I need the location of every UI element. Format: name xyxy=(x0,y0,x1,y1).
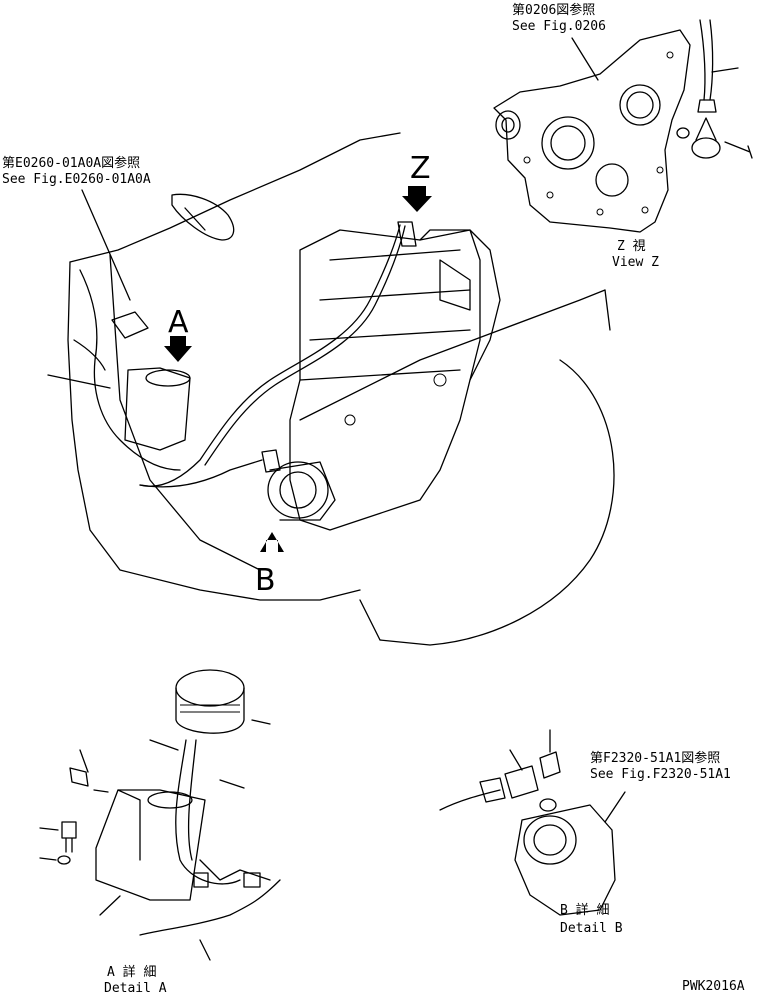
ref-fig0206-en: See Fig.0206 xyxy=(512,19,606,34)
ref-e0260-jp: 第E0260-01A0A図参照 xyxy=(2,155,140,171)
detail-a: A 詳 細 Detail A xyxy=(39,669,281,995)
detail-b: 第F2320-51A1図参照 See Fig.F2320-51A1 B 詳 細 … xyxy=(439,729,731,936)
view-z-label-jp: Z 視 xyxy=(617,239,646,254)
detail-b-label-en: Detail B xyxy=(560,921,623,936)
detail-a-label-jp: A 詳 細 xyxy=(107,964,156,980)
ref-f2320-jp: 第F2320-51A1図参照 xyxy=(590,750,720,766)
ref-e0260-en: See Fig.E0260-01A0A xyxy=(2,172,151,187)
marker-b: B xyxy=(255,563,276,598)
marker-a: A xyxy=(168,305,189,340)
detail-b-label-jp: B 詳 細 xyxy=(560,902,609,918)
detail-a-label-en: Detail A xyxy=(104,981,167,995)
arrow-z xyxy=(402,186,432,212)
ref-f2320-en: See Fig.F2320-51A1 xyxy=(590,767,731,782)
view-z-gear-case: 第0206図参照 See Fig.0206 Z 視 View Z xyxy=(493,2,753,270)
engine-assembly: 第E0260-01A0A図参照 See Fig.E0260-01A0A xyxy=(2,132,615,646)
marker-z: Z xyxy=(410,151,431,186)
arrow-a xyxy=(164,336,192,362)
figure-code: PWK2016A xyxy=(682,979,745,994)
ref-fig0206-jp: 第0206図参照 xyxy=(512,2,595,18)
view-z-label-en: View Z xyxy=(612,255,659,270)
arrow-b xyxy=(260,532,284,552)
